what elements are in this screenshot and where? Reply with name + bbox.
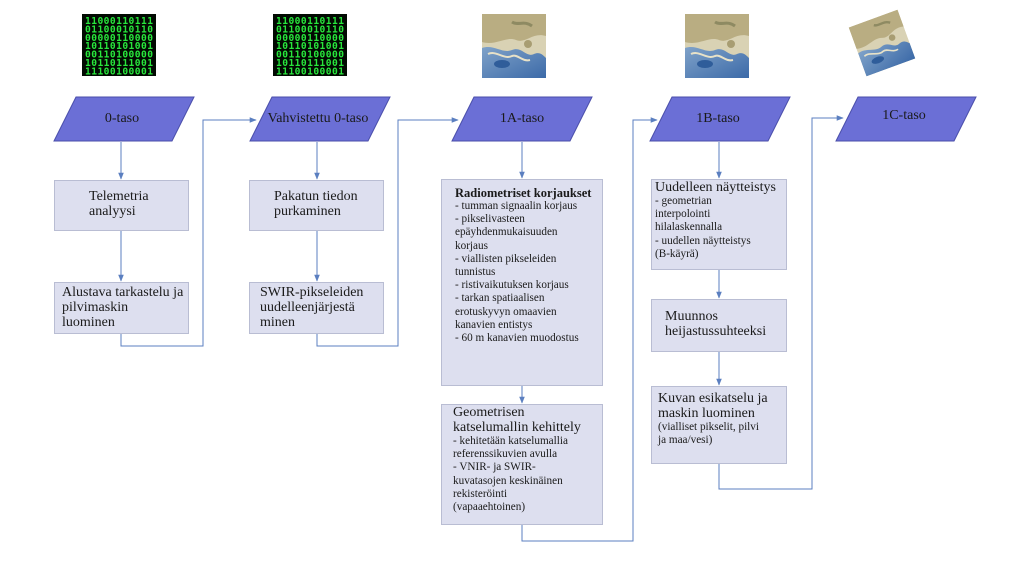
level-parallelograms [53, 96, 977, 142]
list-line: - tumman signaalin korjaus [455, 200, 578, 212]
arrow-col3-to-1c [718, 115, 844, 490]
list-line: - viallisten pikseleiden [455, 252, 557, 265]
binary-row: 00110100000 [85, 50, 153, 61]
binary-data-thumbnail-vahvistettu: 1100011011101100010110000001100001011010… [273, 14, 347, 77]
level-shape-l1c [835, 96, 977, 142]
connector-lines [118, 115, 844, 542]
binary-row: 11000110111 [85, 16, 153, 27]
list-line: - kehitetään katselumallia [453, 435, 568, 447]
resampling-title: Uudelleen näytteistys [655, 180, 776, 195]
geometric-model-title: Geometrisen katselumallin kehittely [453, 405, 581, 435]
preliminary-inspection-box: Alustava tarkastelu ja pilvimaskin luomi… [54, 282, 189, 334]
list-line: - VNIR- ja SWIR- [453, 461, 536, 474]
binary-row: 11100100001 [85, 66, 153, 77]
list-line: rekisteröinti [453, 487, 508, 500]
decompression-title: Pakatun tiedon purkaminen [274, 189, 358, 219]
arrow-col0-to-vahvistettu [120, 117, 257, 347]
binary-row: 10110111001 [85, 58, 153, 69]
arrow-col2-to-1b [521, 117, 658, 542]
binary-row: 00110100000 [276, 50, 344, 61]
list-line: - pikselivasteen [455, 213, 525, 226]
list-line: - geometrian [655, 195, 712, 207]
binary-row: 00000110000 [85, 33, 153, 44]
binary-row: 11000110111 [276, 16, 344, 27]
swir-reorder-box: SWIR-pikseleiden uudelleenjärjestä minen [249, 282, 384, 334]
binary-row: 10110101001 [85, 41, 153, 52]
satellite-thumbnail-1a [482, 14, 546, 78]
binary-row: 10110111001 [276, 58, 344, 69]
list-line: referenssikuvien avulla [453, 448, 558, 461]
list-line: interpolointi [655, 208, 711, 221]
list-line: korjaus [455, 239, 488, 252]
telemetry-analysis-box: Telemetria analyysi [54, 180, 189, 231]
geometric-model-box: Geometrisen katselumallin kehittely - ke… [441, 404, 603, 525]
preliminary-inspection-title: Alustava tarkastelu ja pilvimaskin luomi… [62, 285, 184, 330]
binary-row: 01100010110 [276, 24, 344, 35]
telemetry-analysis-title: Telemetria analyysi [89, 189, 149, 219]
list-line: kanavien entistys [455, 318, 533, 331]
level-label-vahvistettu-0: Vahvistettu 0-taso [267, 111, 369, 126]
list-line: hilalaskennalla [655, 221, 723, 234]
list-line: kuvatasojen keskinäinen [453, 474, 563, 487]
level-label-1b: 1B-taso [696, 111, 740, 126]
list-line: - tarkan spatiaalisen [455, 292, 545, 305]
radiometric-corrections-list: - tumman signaalin korjaus- pikselivaste… [455, 200, 598, 345]
satellite-thumbnail-1c [848, 9, 916, 77]
binary-row: 00000110000 [276, 33, 344, 44]
radiometric-corrections-box: Radiometriset korjaukset - tumman signaa… [441, 179, 603, 386]
binary-row: 01100010110 [85, 24, 153, 35]
preview-mask-title: Kuvan esikatselu ja maskin luominen [658, 391, 768, 421]
level-shape-lv0 [249, 96, 391, 142]
list-line: (vialliset pikselit, pilvi [658, 421, 759, 433]
list-line: erotuskyvyn omaavien [455, 305, 557, 318]
list-line: epäyhdenmukaisuuden [455, 226, 558, 239]
reflectance-conversion-title: Muunnos heijastussuhteeksi [665, 309, 767, 339]
level-shape-l0 [53, 96, 195, 142]
satellite-thumbnail-1b [685, 14, 749, 78]
reflectance-conversion-box: Muunnos heijastussuhteeksi [651, 299, 787, 352]
level-label-0: 0-taso [104, 111, 140, 126]
binary-row: 11100100001 [276, 66, 344, 77]
binary-row: 10110101001 [276, 41, 344, 52]
list-line: (B-käyrä) [655, 247, 699, 260]
binary-data-thumbnail-0: 1100011011101100010110000001100001011010… [82, 14, 156, 77]
preview-mask-box: Kuvan esikatselu ja maskin luominen (via… [651, 386, 787, 464]
decompression-box: Pakatun tiedon purkaminen [249, 180, 384, 231]
list-line: - 60 m kanavien muodostus [455, 332, 579, 345]
arrow-col1-to-1a [316, 117, 459, 347]
level-shape-l1b [649, 96, 791, 142]
list-line: ja maa/vesi) [658, 434, 713, 447]
list-line: (vapaaehtoinen) [453, 501, 526, 514]
list-line: tunnistus [455, 266, 496, 279]
list-line: - ristivaikutuksen korjaus [455, 279, 569, 292]
level-shape-l1a [451, 96, 593, 142]
level-label-1a: 1A-taso [499, 111, 545, 126]
level-thumbnails: 1100011011101100010110000001100001011010… [82, 9, 916, 78]
level-label-1c: 1C-taso [882, 108, 926, 123]
list-line: - uudellen näytteistys [655, 234, 751, 247]
swir-reorder-title: SWIR-pikseleiden uudelleenjärjestä minen [260, 285, 364, 330]
radiometric-corrections-title: Radiometriset korjaukset [455, 186, 592, 200]
